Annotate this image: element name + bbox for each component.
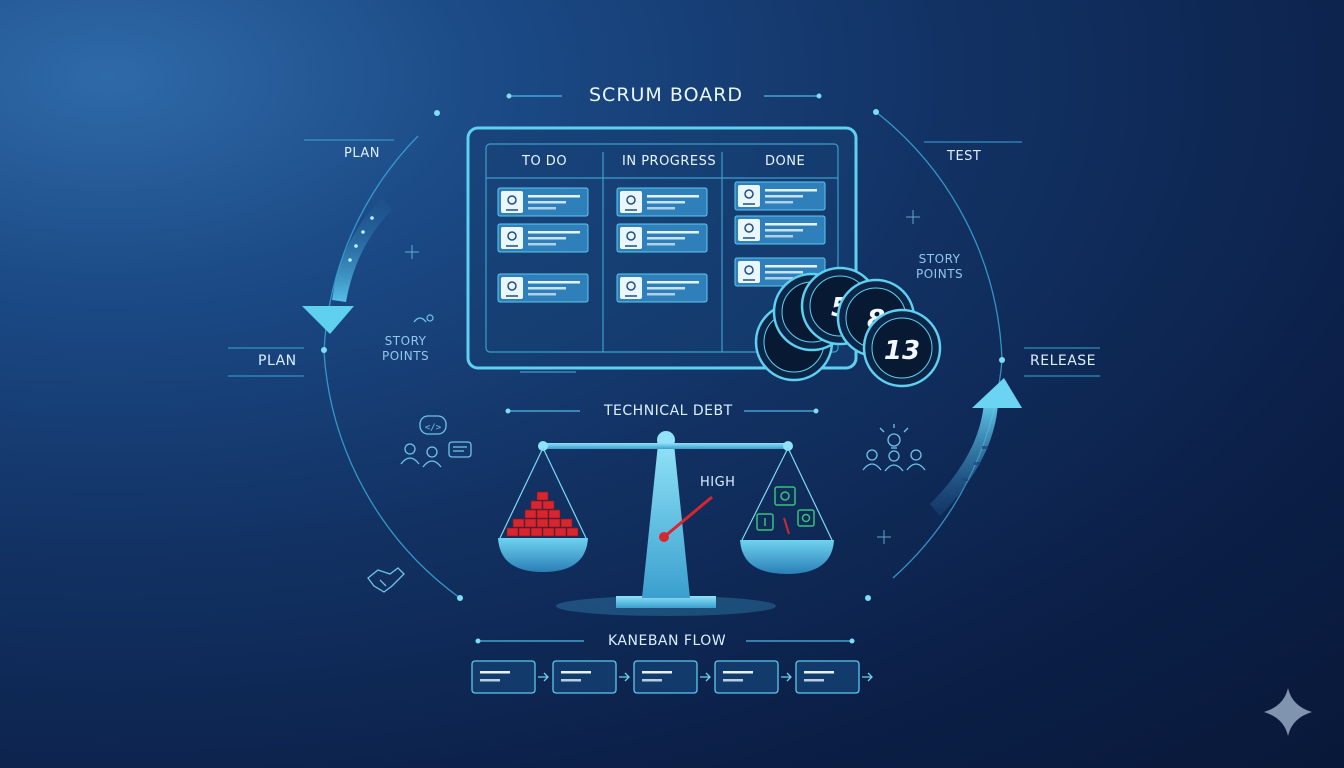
- kanban-step: [633, 660, 711, 694]
- label-release: RELEASE: [1030, 353, 1097, 369]
- label-plan-left: PLAN: [258, 353, 297, 369]
- idea-team-icon: [862, 424, 926, 472]
- label-plan-top: PLAN: [344, 146, 380, 161]
- debt-brick: [536, 491, 549, 501]
- debt-brick: [554, 527, 567, 537]
- board-cards: [497, 181, 826, 303]
- plan-arrow: [302, 198, 392, 334]
- debt-brick: [518, 527, 531, 537]
- debt-brick: [560, 518, 573, 528]
- kanban-step: [714, 660, 792, 694]
- kanban-step: [552, 660, 630, 694]
- column-in-progress: IN PROGRESS: [622, 154, 717, 169]
- scrum-board-title: SCRUM BOARD: [589, 84, 744, 106]
- card-user: [616, 273, 708, 303]
- debt-brick: [536, 509, 549, 519]
- debt-brick: [506, 527, 519, 537]
- card-tag: [734, 215, 826, 245]
- debt-brick: [548, 518, 561, 528]
- card-tag: [497, 223, 589, 253]
- kanban-step: [795, 660, 873, 694]
- dev-team-icon: </>: [400, 415, 472, 468]
- balance-scale: [498, 431, 834, 616]
- clean-code-icons: [756, 486, 815, 535]
- flow-arrow-icon: [538, 672, 549, 682]
- sparkle-watermark-icon: [1264, 688, 1312, 736]
- technical-debt-title: TECHNICAL DEBT: [604, 403, 733, 419]
- story-points-left: STORY POINTS: [382, 334, 430, 363]
- kanban-flow-title: KANEBAN FLOW: [608, 633, 727, 649]
- column-todo: TO DO: [522, 154, 568, 169]
- kanban-step: [471, 660, 549, 694]
- card-cross: [616, 223, 708, 253]
- debt-brick: [524, 518, 537, 528]
- debt-brick: [548, 509, 561, 519]
- handshake-icon: [367, 567, 405, 593]
- release-arrow: [930, 378, 1022, 516]
- gauge-high-label: HIGH: [700, 475, 736, 490]
- debt-brick: [542, 500, 555, 510]
- label-rules: [228, 139, 1100, 377]
- story-points-right: STORY POINTS: [916, 252, 964, 281]
- kanban-flow: [471, 660, 873, 694]
- flow-arrow-icon: [781, 672, 792, 682]
- debt-brick: [530, 527, 543, 537]
- coin-13: 13: [862, 308, 942, 388]
- card-tag: [616, 187, 708, 217]
- coin-13-value: 13: [884, 336, 920, 366]
- sparkles: [405, 210, 920, 544]
- card-pin: [497, 187, 589, 217]
- flow-arrow-icon: [619, 672, 630, 682]
- debt-brick: [530, 500, 543, 510]
- svg-text:</>: </>: [425, 423, 442, 433]
- column-done: DONE: [765, 154, 806, 169]
- flow-arrow-icon: [862, 672, 873, 682]
- debt-bricks: [506, 491, 579, 537]
- debt-brick: [512, 518, 525, 528]
- cycle-nodes: [321, 109, 1005, 601]
- story-point-cards: 5 8 13: [754, 266, 942, 388]
- flow-arrow-icon: [700, 672, 711, 682]
- planning-mini-icon: [413, 314, 434, 323]
- debt-brick: [566, 527, 579, 537]
- debt-brick: [542, 527, 555, 537]
- card-gear: [497, 273, 589, 303]
- card-pin: [734, 181, 826, 211]
- debt-brick: [524, 509, 537, 519]
- label-test: TEST: [947, 149, 982, 164]
- debt-brick: [536, 518, 549, 528]
